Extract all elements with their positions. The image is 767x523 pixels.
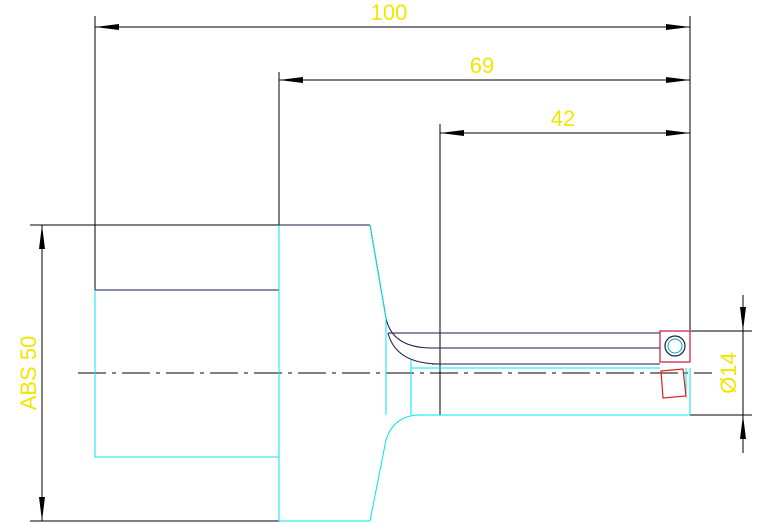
insert-screw-inner [667,338,683,354]
neck-upper-curve [369,224,660,349]
shank-upper-outline [94,224,370,372]
insert-upper [659,330,691,363]
arrow-100-left [95,24,119,30]
upper-profile [94,224,660,372]
dimension-lines [30,16,752,522]
neck-lower-curve [369,414,690,522]
arrow-69-right [666,77,690,83]
insert-lower [660,368,687,399]
dim-text-dia14: Ø14 [716,352,741,394]
cutting-insert [659,330,691,399]
arrow-69-left [279,77,303,83]
insert-screw-outer [664,335,686,357]
arrow-abs50-top [39,225,45,249]
head-taper [369,224,387,415]
dim-text-42: 42 [551,106,575,131]
dim-text-abs50: ABS 50 [16,336,41,411]
arrow-dia14-bottom [740,415,746,439]
arrow-abs50-bottom [39,497,45,521]
dim-text-100: 100 [371,0,408,25]
dim-text-69: 69 [470,53,494,78]
arrow-100-right [666,24,690,30]
dimension-texts: 100 69 42 ABS 50 Ø14 [16,0,741,410]
lower-profile [94,224,691,522]
arrow-42-left [440,130,464,136]
arrow-42-right [666,130,690,136]
arrow-dia14-top [740,307,746,331]
arrowheads [39,24,746,521]
shank-lower-outline [94,290,370,522]
